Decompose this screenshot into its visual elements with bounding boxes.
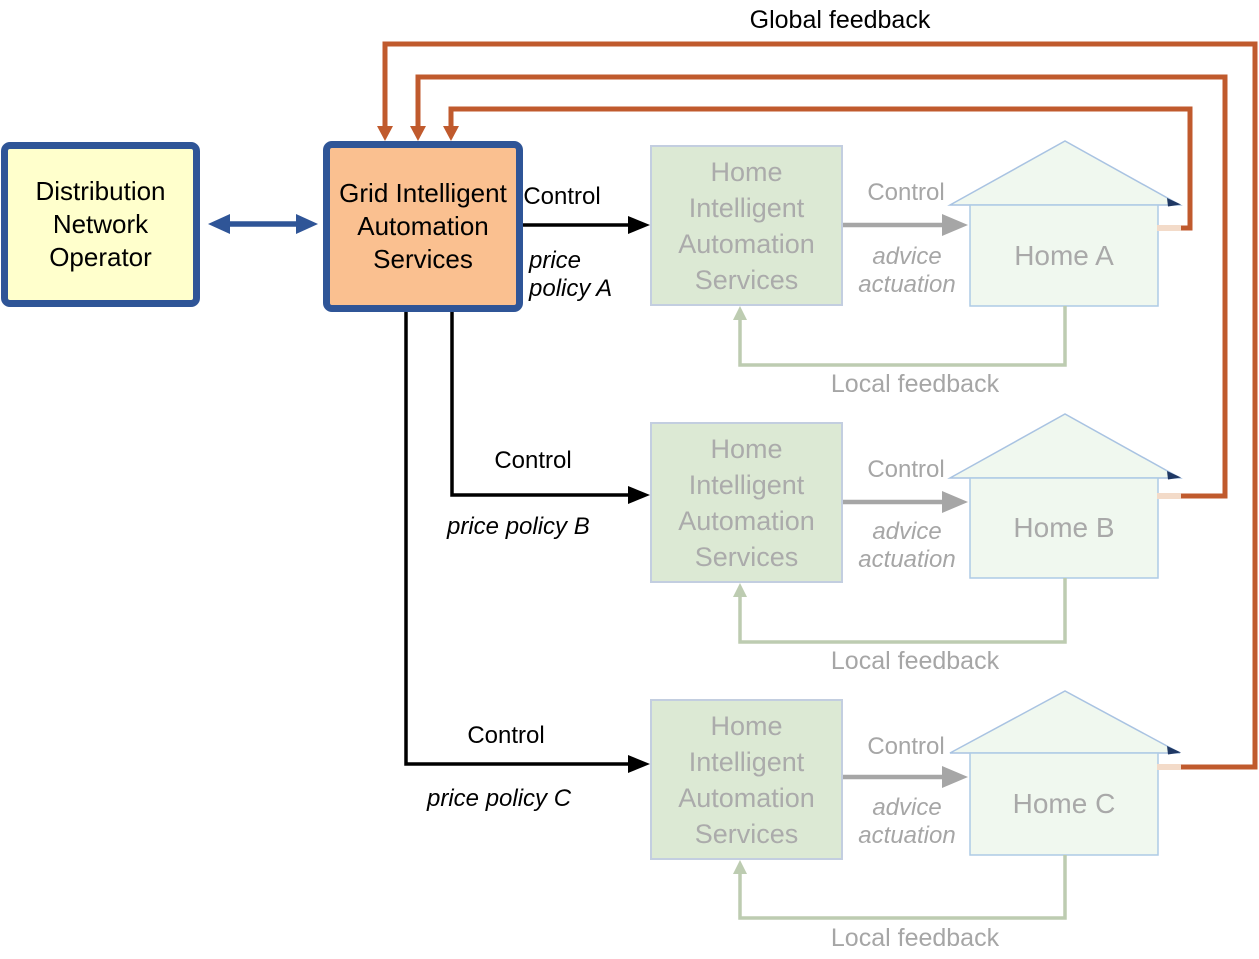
hias-box-a: Home Intelligent Automation Services bbox=[650, 145, 843, 306]
home-a-roof bbox=[947, 140, 1183, 206]
price-policy-label-c: price policy C bbox=[427, 785, 572, 812]
grid-ias-box-label: Grid Intelligent Automation Services bbox=[339, 178, 507, 274]
home-c-label: Home C bbox=[1012, 788, 1116, 819]
advice-actuation-label-b: advice actuation bbox=[846, 518, 968, 574]
home-control-lines bbox=[843, 214, 968, 788]
grid-ias-box: Grid Intelligent Automation Services bbox=[323, 141, 523, 312]
local-feedback-lines bbox=[733, 306, 1067, 920]
home-control-label-c: Control bbox=[867, 733, 945, 760]
local-feedback-arrow-c bbox=[733, 855, 1067, 920]
advice-actuation-label-a: advice actuation bbox=[846, 243, 968, 299]
control-label-a: Control bbox=[523, 183, 601, 210]
global-feedback-label: Global feedback bbox=[749, 6, 931, 34]
price-policy-label-b: price policy B bbox=[447, 513, 590, 540]
control-arrow-b bbox=[450, 312, 650, 504]
dno-box-label: Distribution Network Operator bbox=[35, 176, 166, 272]
global-feedback-arrow-c bbox=[377, 41, 1258, 770]
home-a-label: Home A bbox=[1014, 239, 1114, 271]
hias-box-b: Home Intelligent Automation Services bbox=[650, 422, 843, 583]
home-c-house bbox=[949, 690, 1181, 856]
price-policy-label-a: price policy A bbox=[529, 247, 613, 302]
home-c-roof bbox=[949, 690, 1181, 754]
advice-label-b: advice bbox=[872, 518, 942, 545]
home-b-roof-tip-arrow-icon bbox=[1167, 471, 1181, 480]
home-b-label: Home B bbox=[1013, 512, 1115, 543]
home-a-body bbox=[969, 204, 1159, 307]
actuation-label-c: actuation bbox=[858, 822, 956, 849]
local-feedback-label-a: Local feedback bbox=[830, 370, 1000, 398]
home-b-roof bbox=[947, 413, 1183, 479]
actuation-label-b: actuation bbox=[858, 546, 956, 573]
advice-label-c: advice bbox=[872, 794, 942, 821]
local-feedback-label-c: Local feedback bbox=[830, 924, 1000, 952]
global-feedback-lines bbox=[377, 41, 1258, 770]
global-feedback-arrow-a bbox=[443, 106, 1193, 231]
hias-box-c-label: Home Intelligent Automation Services bbox=[678, 710, 815, 849]
advice-label-a: advice bbox=[872, 243, 942, 270]
local-feedback-arrow-a bbox=[733, 306, 1067, 367]
hias-box-a-label: Home Intelligent Automation Services bbox=[678, 156, 815, 295]
advice-actuation-label-c: advice actuation bbox=[846, 794, 968, 850]
grid-control-lines bbox=[404, 216, 650, 773]
global-feedback-arrow-b bbox=[410, 74, 1228, 499]
dno-box: Distribution Network Operator bbox=[1, 142, 200, 307]
home-a-house bbox=[947, 140, 1183, 307]
hias-box-b-label: Home Intelligent Automation Services bbox=[678, 433, 815, 572]
control-arrow-c bbox=[404, 312, 650, 773]
home-a-roof-tip-arrow-icon bbox=[1167, 198, 1181, 207]
control-label-b: Control bbox=[494, 447, 572, 474]
hias-box-c: Home Intelligent Automation Services bbox=[650, 699, 843, 860]
feedback-stub-lines bbox=[1157, 225, 1181, 770]
home-c-roof-tip-arrow-icon bbox=[1167, 746, 1181, 755]
home-c-body bbox=[969, 752, 1159, 856]
control-label-c: Control bbox=[467, 722, 545, 749]
actuation-label-a: actuation bbox=[858, 271, 956, 298]
local-feedback-label-b: Local feedback bbox=[830, 647, 1000, 675]
home-control-label-a: Control bbox=[867, 179, 945, 206]
local-feedback-arrow-b bbox=[733, 578, 1067, 644]
home-control-label-b: Control bbox=[867, 456, 945, 483]
